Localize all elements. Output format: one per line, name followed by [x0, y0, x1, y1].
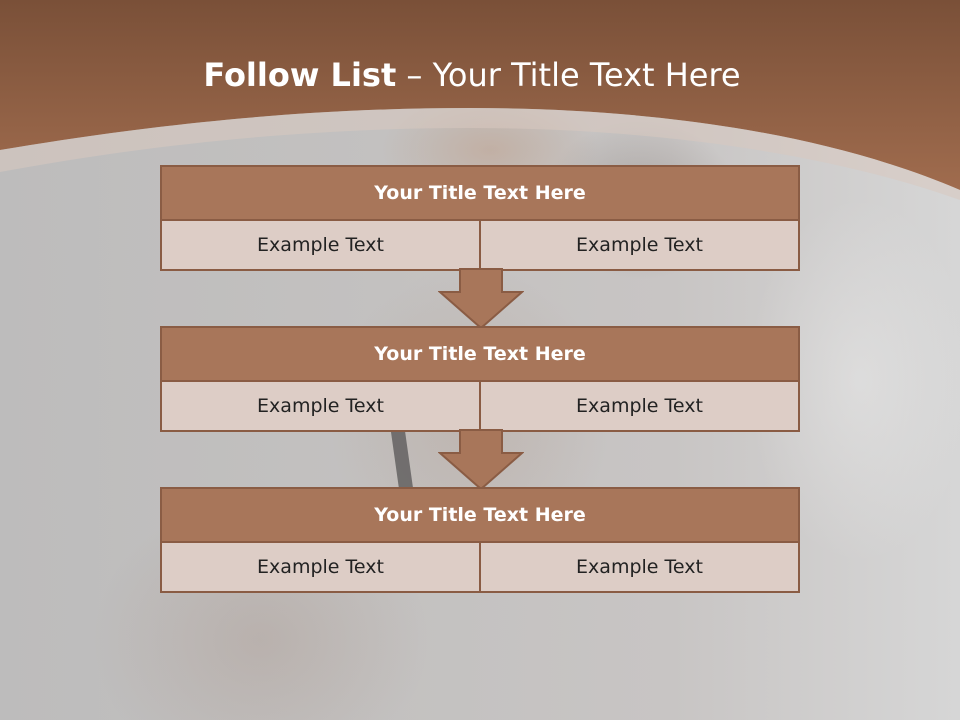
step-title: Your Title Text Here: [160, 326, 800, 382]
step-cell-right: Example Text: [481, 221, 800, 271]
step-cell-left: Example Text: [160, 543, 481, 593]
step-block-2: Your Title Text Here Example Text Exampl…: [160, 326, 800, 432]
step-row: Example Text Example Text: [160, 543, 800, 593]
step-cell-right: Example Text: [481, 543, 800, 593]
step-cell-left: Example Text: [160, 382, 481, 432]
slide-title: Follow List – Your Title Text Here: [0, 55, 944, 95]
step-row: Example Text Example Text: [160, 221, 800, 271]
step-row: Example Text Example Text: [160, 382, 800, 432]
down-arrow-icon: [438, 268, 524, 330]
step-title: Your Title Text Here: [160, 487, 800, 543]
step-cell-right: Example Text: [481, 382, 800, 432]
step-cell-left: Example Text: [160, 221, 481, 271]
step-title: Your Title Text Here: [160, 165, 800, 221]
step-block-1: Your Title Text Here Example Text Exampl…: [160, 165, 800, 271]
title-rest: – Your Title Text Here: [396, 56, 741, 94]
step-block-3: Your Title Text Here Example Text Exampl…: [160, 487, 800, 593]
title-bold: Follow List: [203, 56, 397, 94]
down-arrow-icon: [438, 429, 524, 491]
